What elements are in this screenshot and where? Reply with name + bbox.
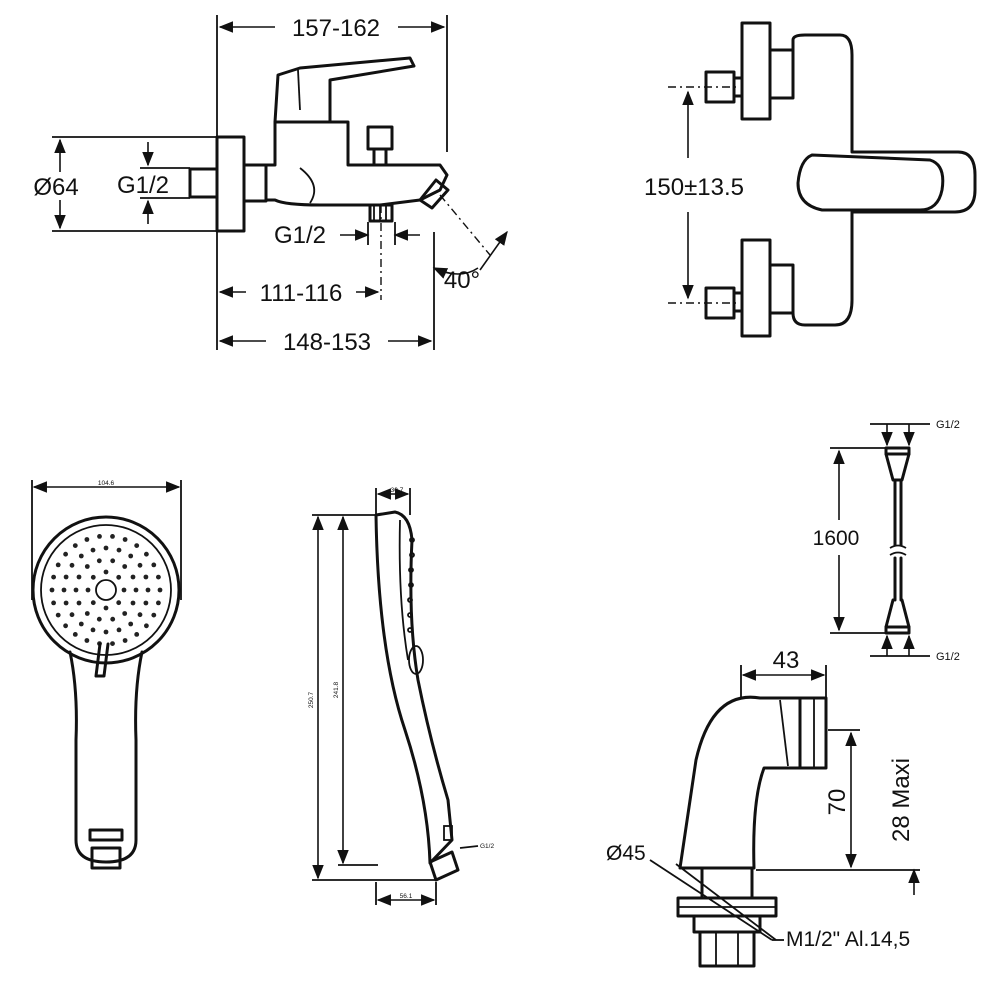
nozzle-dot (84, 537, 90, 542)
nozzle-dot (110, 616, 116, 622)
nozzle-dot (137, 562, 143, 568)
hose-thread-bottom-label: G1/2 (936, 651, 960, 663)
nozzle-dot (90, 547, 96, 553)
nozzle-dot (134, 632, 140, 637)
nozzle-dot (110, 558, 116, 564)
nozzle-dot (128, 553, 134, 559)
nozzle-dot (122, 537, 128, 542)
nozzle-dot (122, 611, 128, 616)
nozzle-dot (63, 623, 68, 629)
dim-head-length-total: 250.7 (308, 691, 315, 708)
dim-diameter-flange: Ø64 (33, 174, 78, 201)
nozzle-dot (130, 600, 136, 606)
nozzle-side-dots (407, 537, 415, 633)
nozzle-dot (78, 553, 84, 559)
nozzle-dot (51, 600, 56, 606)
nozzle-dot (110, 641, 115, 646)
nozzle-dot (63, 600, 69, 606)
dim-bracket-height: 70 (824, 789, 851, 816)
handshower-side-view: 250.7 241.8 30.7 G1/2 56.1 (308, 487, 494, 906)
nozzle-dot (63, 551, 68, 557)
hose-view: 1600 G1/2 G1/2 (813, 419, 960, 663)
nozzle-dot (73, 587, 79, 593)
nozzle-dot (72, 543, 78, 548)
dim-bracket-diameter: Ø45 (606, 842, 646, 865)
nozzle-dot (55, 562, 61, 568)
nozzle-dot (103, 569, 109, 575)
dim-centers: 150±13.5 (644, 174, 744, 201)
nozzle-dot (145, 587, 151, 593)
nozzle-dot (133, 587, 139, 593)
nozzle-dot (156, 600, 161, 606)
dim-head-length-body: 241.8 (333, 681, 340, 698)
nozzle-dot (96, 616, 102, 622)
dim-bracket-width: 43 (773, 647, 800, 674)
nozzle-dot (84, 564, 90, 569)
nozzle-dot (116, 547, 122, 553)
mixer-side-view: 157-162 Ø64 G1/2 G1/2 40° 111-116 148-15… (33, 15, 508, 356)
dim-head-width: 104.6 (98, 480, 115, 487)
dim-thread-inlet: G1/2 (117, 172, 169, 199)
nozzle-dot (49, 587, 55, 593)
nozzle-dot (122, 638, 128, 643)
nozzle-dot (61, 587, 67, 593)
nozzle-dot (69, 612, 75, 618)
dim-angle: 40° (444, 267, 480, 294)
nozzle-dot (110, 534, 115, 539)
nozzle-dot (84, 611, 90, 616)
nozzle-dot (144, 551, 149, 557)
dim-width-top: 157-162 (292, 15, 380, 42)
nozzle-dots (49, 534, 163, 646)
bracket-view: 43 70 28 Maxi Ø45 M1/2" Al.14,5 (606, 647, 920, 968)
nozzle-dot (143, 600, 149, 606)
nozzle-dot (103, 629, 109, 635)
nozzle-dot (103, 605, 109, 611)
nozzle-dot (121, 587, 127, 593)
nozzle-dot (128, 621, 134, 627)
nozzle-dot (85, 587, 91, 593)
dim-bracket-max: 28 Maxi (888, 758, 915, 842)
nozzle-dot (51, 574, 56, 580)
dim-depth-total: 148-153 (283, 329, 371, 356)
nozzle-dot (97, 534, 102, 539)
dim-bracket-thread: M1/2" Al.14,5 (786, 928, 910, 951)
nozzle-dot (78, 621, 84, 627)
dim-head-base: 56.1 (400, 893, 413, 900)
nozzle-dot (63, 574, 69, 580)
mixer-top-view: 150±13.5 (644, 21, 977, 338)
hose-thread-top-label: G1/2 (936, 419, 960, 431)
nozzle-dot (116, 600, 122, 606)
nozzle-dot (76, 574, 82, 580)
nozzle-dot (90, 574, 96, 580)
dim-thread-outlet: G1/2 (274, 222, 326, 249)
nozzle-dot (151, 562, 157, 568)
dim-head-depth: 30.7 (391, 487, 404, 494)
nozzle-dot (116, 627, 122, 633)
dim-depth-outlet: 111-116 (260, 280, 343, 307)
nozzle-dot (137, 612, 143, 618)
nozzle-dot (130, 574, 136, 580)
nozzle-dot (103, 545, 109, 551)
nozzle-dot (90, 600, 96, 606)
nozzle-dot (143, 574, 149, 580)
nozzle-dot (116, 574, 122, 580)
nozzle-dot (96, 558, 102, 564)
nozzle-dot (69, 562, 75, 568)
handshower-front-view: 104.6 (31, 480, 182, 870)
nozzle-dot (157, 587, 163, 593)
nozzle-dot (76, 600, 82, 606)
nozzle-dot (90, 627, 96, 633)
nozzle-dot (84, 638, 90, 643)
nozzle-dot (55, 612, 61, 618)
nozzle-dot (156, 574, 161, 580)
nozzle-dot (144, 623, 149, 629)
nozzle-dot (134, 543, 140, 548)
nozzle-dot (151, 612, 157, 618)
nozzle-dot (122, 564, 128, 569)
dim-hose-length: 1600 (813, 527, 860, 550)
nozzle-dot (72, 632, 78, 637)
dim-head-thread: G1/2 (480, 843, 494, 850)
